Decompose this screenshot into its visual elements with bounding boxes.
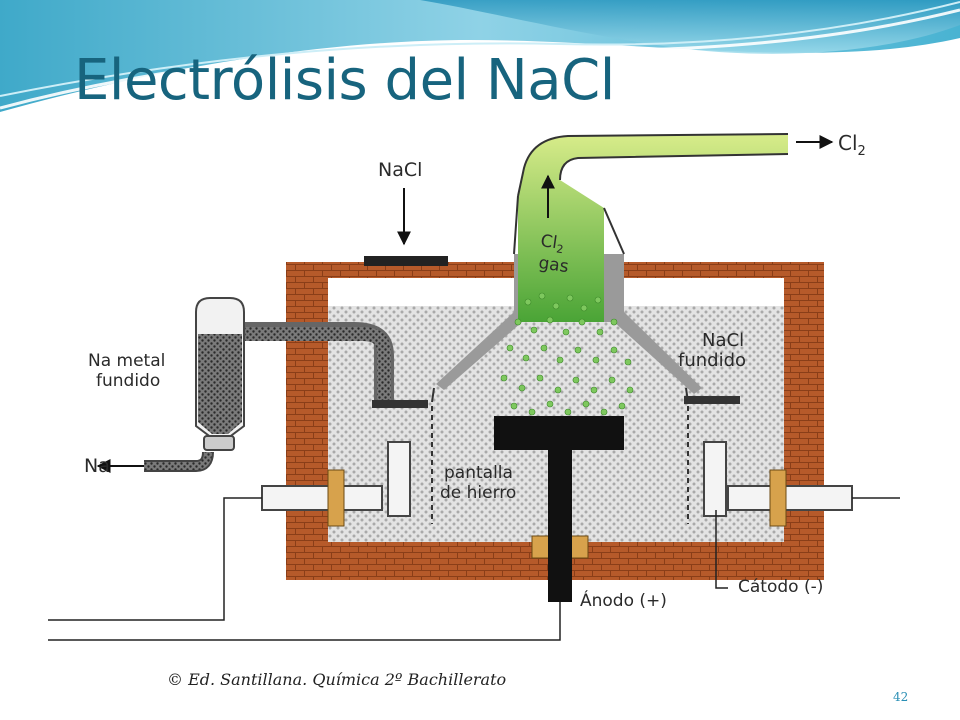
nacl-feed-lid (364, 188, 448, 266)
header-wave-decoration (0, 0, 960, 112)
label-na-output: Na (84, 455, 110, 477)
cathode-right (703, 441, 853, 527)
label-nacl-input: NaCl (378, 159, 422, 181)
label-cl2-output: Cl2 (838, 131, 866, 159)
sodium-collection-system (96, 297, 428, 473)
chlorine-collection-hood (436, 133, 834, 394)
label-nacl-fundido: NaCl (702, 330, 744, 351)
external-circuit (48, 497, 900, 641)
cathode-left (261, 441, 411, 527)
chlorine-bubbles (500, 292, 634, 416)
label-cl2-gas: Cl2 (539, 231, 565, 256)
page-number: 42 (893, 690, 909, 704)
label-pantalla: pantalla (444, 463, 513, 483)
label-catodo: Cátodo (-) (738, 577, 823, 597)
label-nacl-fundido-word: fundido (678, 350, 746, 371)
iron-screen (431, 387, 740, 524)
label-anodo: Ánodo (+) (580, 589, 667, 611)
anode (494, 416, 624, 602)
label-na-metal-fundido: fundido (96, 371, 160, 391)
label-pantalla-hierro: de hierro (440, 483, 516, 503)
label-cl2-gas-word: gas (537, 253, 570, 277)
image-credit-caption: © Ed. Santillana. Química 2º Bachillerat… (167, 670, 507, 689)
electrolysis-cell-diagram: NaCl Cl2 Cl2 gas Na metal fundido Na NaC… (48, 131, 900, 641)
slide-title: Electrólisis del NaCl (74, 48, 615, 113)
label-na-metal: Na metal (88, 351, 165, 371)
